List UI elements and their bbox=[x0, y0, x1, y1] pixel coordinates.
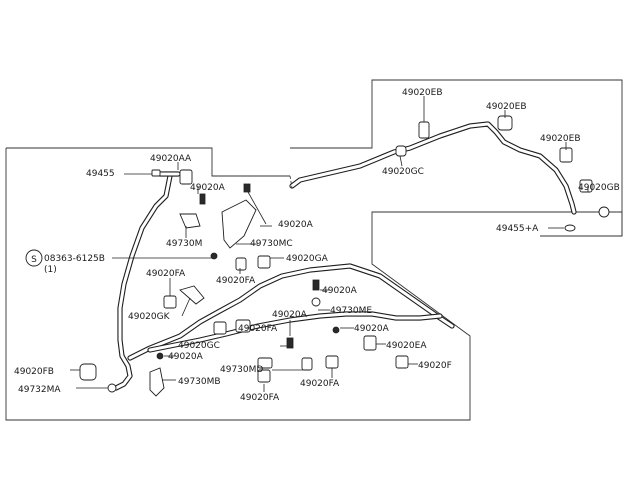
lower-pipe-assembly bbox=[127, 263, 455, 361]
grommet-icon bbox=[79, 363, 97, 381]
clamp-icon bbox=[235, 257, 247, 271]
clamp-icon bbox=[579, 179, 593, 193]
bolt-icon bbox=[210, 252, 218, 260]
part-label: 49455+A bbox=[496, 224, 539, 234]
clamp-icon bbox=[257, 255, 271, 269]
leader-lines bbox=[70, 96, 589, 392]
clamp-icon bbox=[235, 319, 251, 333]
bracket-icon bbox=[179, 213, 201, 229]
part-label: (1) bbox=[44, 265, 57, 275]
part-label: 49020A bbox=[190, 183, 226, 193]
hose-fitting-icon bbox=[151, 169, 161, 177]
part-label: 49730MD bbox=[220, 365, 263, 375]
part-label: 49020A bbox=[272, 310, 308, 320]
part-label: 49730ME bbox=[330, 306, 372, 316]
part-label: 49020GC bbox=[178, 341, 220, 351]
bracket-icon bbox=[149, 367, 165, 397]
part-label: 49730MC bbox=[250, 239, 293, 249]
bolt-icon bbox=[286, 337, 294, 349]
part-label: 49020A bbox=[278, 220, 314, 230]
clamp-icon bbox=[363, 335, 377, 351]
clamp-icon bbox=[559, 147, 573, 163]
part-label: 49020GA bbox=[286, 254, 329, 264]
clamp-icon bbox=[257, 357, 273, 369]
hose-fitting-icon bbox=[564, 224, 576, 232]
part-label: 49730M bbox=[166, 239, 202, 249]
grommet-icon bbox=[598, 206, 610, 218]
part-label: 49020FA bbox=[240, 393, 280, 403]
bracket-icon bbox=[221, 199, 257, 249]
bolt-icon bbox=[311, 297, 321, 307]
part-label: 49020EB bbox=[540, 134, 581, 144]
part-label: 49020FA bbox=[216, 276, 256, 286]
part-label: 49730MB bbox=[178, 377, 221, 387]
part-label: 49020FA bbox=[300, 379, 340, 389]
part-label: 08363-6125B bbox=[44, 254, 105, 264]
part-label: 49020A bbox=[322, 286, 358, 296]
part-label: 49020EA bbox=[386, 341, 427, 351]
clamp-icon bbox=[418, 121, 430, 139]
part-label: 49020EB bbox=[486, 102, 527, 112]
bracket-icon bbox=[179, 285, 205, 305]
part-label: 49020AA bbox=[150, 154, 192, 164]
bolt-icon bbox=[332, 326, 340, 334]
clamp-icon bbox=[179, 169, 193, 185]
main-hose-assembly bbox=[113, 171, 181, 391]
clamp-icon bbox=[497, 115, 513, 131]
part-label: 49020FA bbox=[146, 269, 186, 279]
part-labels: 49020EB 49020EB 49020EB 49020GC 49020GB … bbox=[14, 88, 620, 403]
clamp-icon bbox=[301, 357, 313, 371]
parts bbox=[79, 115, 610, 397]
grommet-icon bbox=[395, 145, 407, 157]
bolt-icon bbox=[156, 352, 164, 360]
part-label: 49020GC bbox=[382, 167, 424, 177]
part-label: 49455 bbox=[86, 169, 115, 179]
screw-symbol-icon: S bbox=[25, 249, 43, 267]
bolt-icon bbox=[243, 183, 251, 193]
clamp-icon bbox=[163, 295, 177, 309]
clamp-icon bbox=[257, 369, 271, 383]
diagram-frames bbox=[5, 79, 623, 421]
main-frame bbox=[6, 147, 290, 177]
part-label: 49020FA bbox=[238, 324, 278, 334]
bolt-icon bbox=[199, 193, 206, 205]
part-label: 49020EB bbox=[402, 88, 443, 98]
part-label: 49020A bbox=[354, 324, 390, 334]
clamp-icon bbox=[213, 321, 227, 335]
bolt-icon bbox=[107, 383, 117, 393]
upper-right-frame bbox=[290, 79, 623, 237]
bolt-icon bbox=[312, 279, 320, 291]
part-label: 49020GK bbox=[128, 312, 171, 322]
part-label: 49020A bbox=[168, 352, 204, 362]
part-label: 49020GB bbox=[578, 183, 620, 193]
main-frame-left bbox=[5, 148, 623, 421]
part-label: 49732MA bbox=[18, 385, 61, 395]
part-label: 49020FB bbox=[14, 367, 54, 377]
upper-pipe-assembly bbox=[289, 121, 577, 215]
screw-symbol-letter: S bbox=[31, 255, 37, 265]
clamp-icon bbox=[325, 355, 339, 369]
clamp-icon bbox=[395, 355, 409, 369]
part-label: 49020F bbox=[418, 361, 452, 371]
